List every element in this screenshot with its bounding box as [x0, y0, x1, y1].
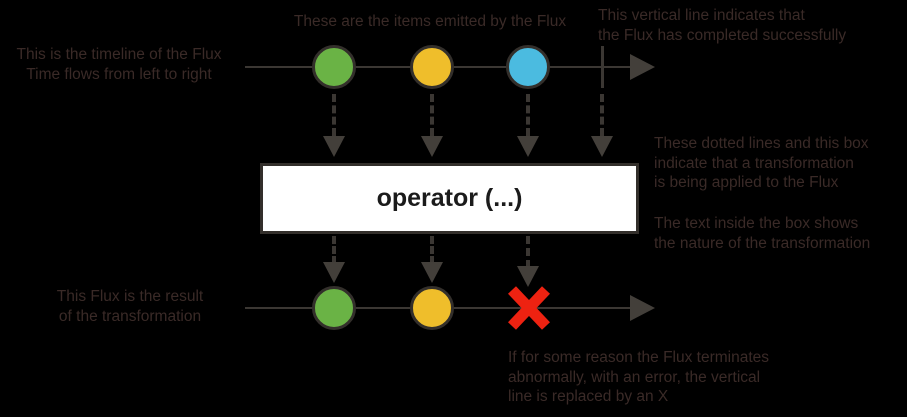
annotation-items: These are the items emitted by the Flux	[293, 13, 567, 30]
arrow-down-icon	[591, 136, 613, 157]
arrow-right-icon	[630, 295, 655, 321]
annotation-box-text: The text inside the box shows the nature…	[654, 215, 871, 252]
operator-label: operator (...)	[376, 184, 523, 212]
result-marble-yellow	[410, 286, 454, 330]
arrow-right-icon	[630, 54, 655, 80]
arrow-down-icon	[323, 262, 345, 283]
arrow-down-icon	[517, 266, 539, 287]
annotation-completion: This vertical line indicates that the Fl…	[598, 7, 847, 44]
arrow-down-icon	[421, 262, 443, 283]
dotted-line-blue-in	[526, 94, 530, 136]
annotation-timeline: This is the timeline of the Flux Time fl…	[16, 46, 222, 83]
dotted-line-yellow-in	[430, 94, 434, 136]
source-marble-blue	[506, 45, 550, 89]
dotted-line-yellow-out	[430, 236, 434, 264]
dotted-line-green-in	[332, 94, 336, 136]
annotation-transformation: These dotted lines and this box indicate…	[654, 135, 869, 191]
dotted-line-green-out	[332, 236, 336, 264]
completion-line	[601, 46, 604, 88]
arrow-down-icon	[517, 136, 539, 157]
operator-box[interactable]: operator (...)	[260, 163, 639, 234]
annotation-error: If for some reason the Flux terminates a…	[508, 349, 770, 405]
arrow-down-icon	[323, 136, 345, 157]
source-marble-green	[312, 45, 356, 89]
annotation-result: This Flux is the result of the transform…	[56, 288, 204, 325]
dotted-line-completion-in	[600, 94, 604, 136]
result-marble-green	[312, 286, 356, 330]
source-marble-yellow	[410, 45, 454, 89]
error-x-icon	[508, 286, 550, 330]
dotted-line-error-out	[526, 236, 530, 268]
arrow-down-icon	[421, 136, 443, 157]
